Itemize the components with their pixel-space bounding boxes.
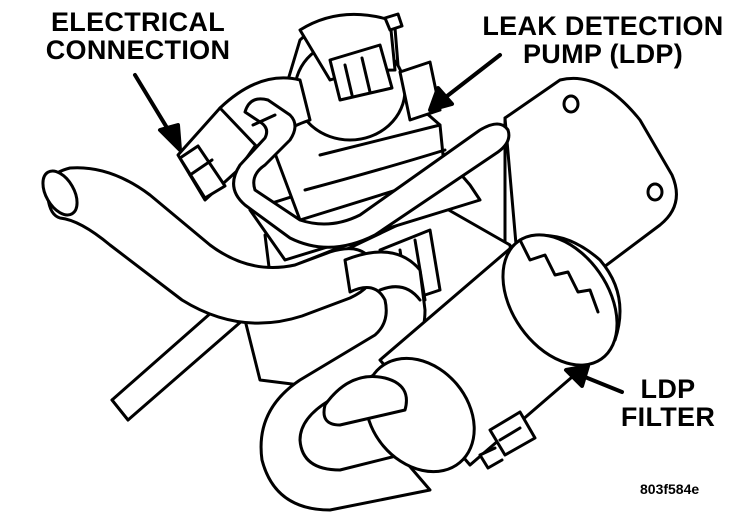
vacuum-tube	[232, 97, 511, 249]
label-ldp-filter: LDP FILTER	[618, 375, 718, 432]
nipple-fitting	[383, 12, 404, 32]
label-electrical-connection: ELECTRICAL CONNECTION	[38, 8, 238, 65]
label-filter-line1: LDP	[640, 374, 696, 404]
arrow-electrical-line	[133, 73, 174, 138]
ldp-filter-canister	[322, 233, 622, 474]
label-filter-line2: FILTER	[620, 402, 716, 433]
pump-solenoid	[268, 12, 447, 222]
leader-arrows	[133, 53, 624, 394]
filter-outlet-fitting	[478, 410, 537, 470]
bracket-hole-lower	[646, 182, 664, 202]
arrow-ldp-line	[440, 53, 502, 102]
arrow-filter-head	[564, 364, 590, 388]
label-ldp-line2: PUMP (LDP)	[522, 39, 683, 70]
label-electrical-line1: ELECTRICAL	[51, 7, 225, 37]
arrow-electrical-head	[158, 123, 182, 152]
label-ldp-line1: LEAK DETECTION	[482, 11, 724, 41]
figure-code: 803f584e	[640, 481, 700, 497]
label-leak-detection-pump: LEAK DETECTION PUMP (LDP)	[468, 12, 738, 69]
arrow-filter-line	[578, 373, 624, 394]
arrow-ldp-head	[428, 86, 454, 112]
label-electrical-line2: CONNECTION	[45, 35, 231, 66]
main-hose	[41, 166, 376, 325]
bracket-hole-upper	[562, 94, 580, 114]
